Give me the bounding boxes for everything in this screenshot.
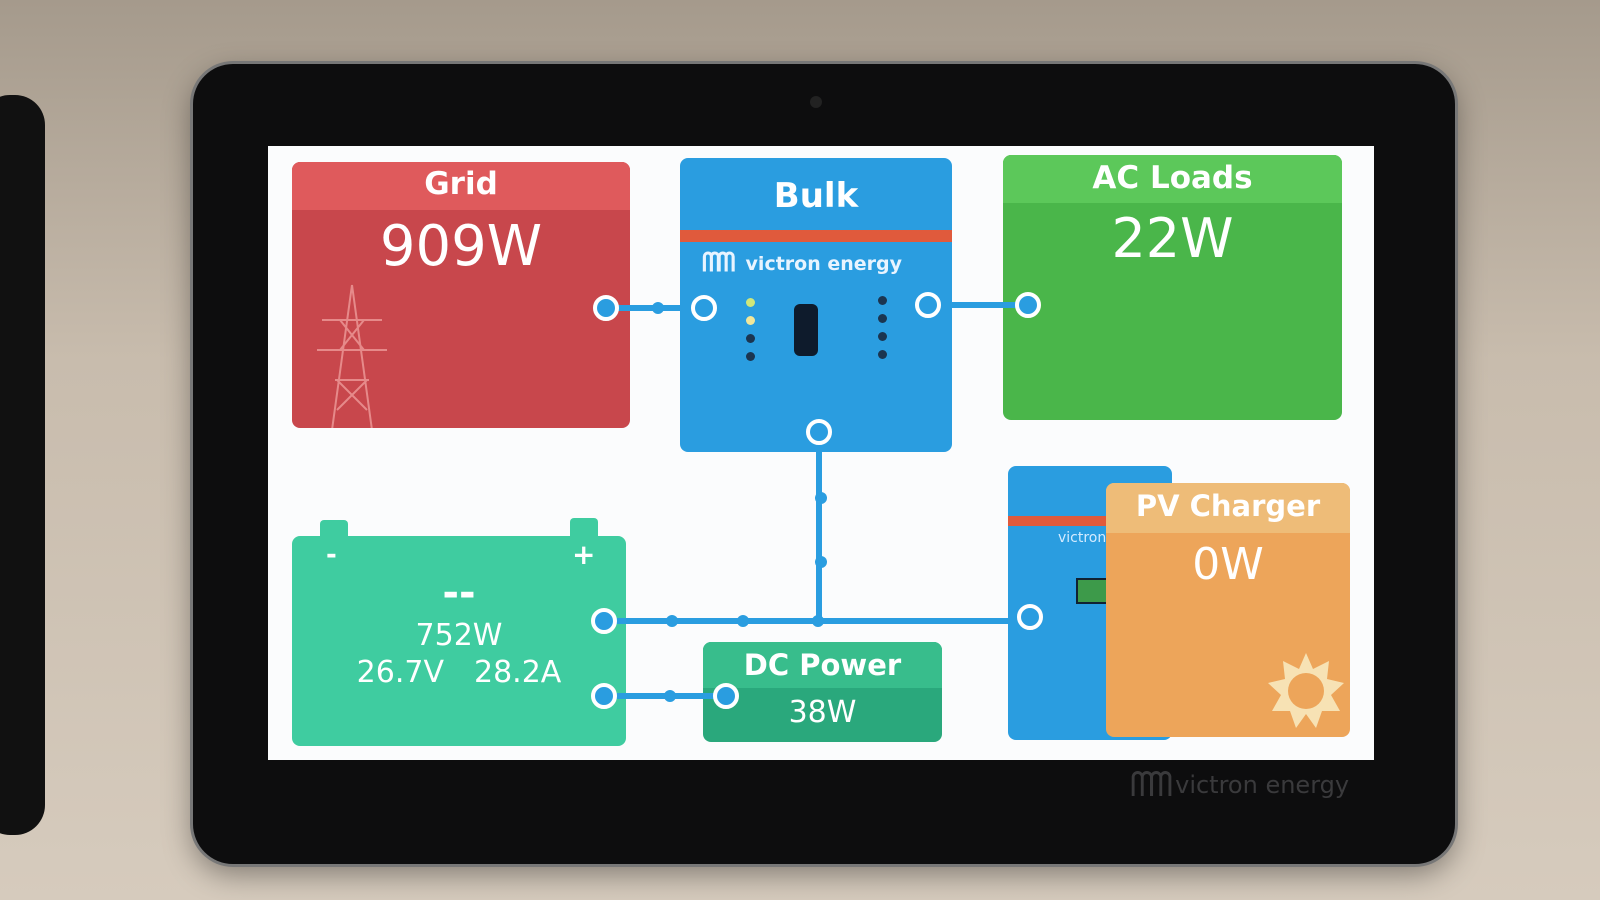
plus-label: + [572, 538, 596, 571]
dc-power-value: 38W [788, 695, 857, 730]
led-right [878, 296, 887, 359]
pylon-icon [317, 284, 387, 428]
dc-power-tile[interactable]: DC Power 38W [703, 642, 942, 742]
inverter-tile[interactable]: Bulk ᗰᗰ victron energy [680, 158, 952, 452]
ac-loads-power: 22W [1111, 207, 1234, 270]
battery-terminal-neg [320, 520, 348, 538]
camera-icon [810, 96, 822, 108]
red-stripe [680, 230, 952, 242]
victron-logo-icon: ᗰᗰ [1130, 765, 1173, 805]
minus-label: - [326, 540, 337, 570]
pv-charger-title: PV Charger [1106, 483, 1350, 533]
mppt-brand: victron [1058, 530, 1107, 546]
pv-charger-tile[interactable]: PV Charger 0W [1106, 483, 1350, 737]
grid-title: Grid [292, 162, 630, 210]
grid-power: 909W [379, 214, 543, 279]
battery-readings: 26.7V 28.2A [292, 655, 626, 690]
led-left [746, 298, 755, 361]
bezel-logo: ᗰᗰ victron energy [1130, 765, 1350, 805]
red-stripe [1008, 516, 1172, 526]
battery-tile[interactable]: - + -- 752W 26.7V 28.2A [292, 536, 626, 746]
sun-icon [1268, 653, 1344, 728]
grid-tile[interactable]: Grid 909W [292, 162, 630, 428]
victron-logo-icon: ᗰᗰ [702, 248, 735, 278]
battery-current: 28.2A [474, 655, 562, 690]
battery-terminal-pos [570, 518, 598, 536]
battery-voltage: 26.7V [356, 655, 444, 690]
switch-icon [794, 304, 818, 356]
dc-power-title: DC Power [703, 642, 942, 688]
battery-power: 752W [415, 618, 503, 653]
battery-soc: -- [442, 570, 476, 616]
ac-loads-tile[interactable]: AC Loads 22W [1003, 155, 1342, 420]
pv-charger-power: 0W [1192, 539, 1264, 590]
phone-edge [0, 95, 45, 835]
inverter-state: Bulk [773, 176, 859, 216]
ac-loads-title: AC Loads [1003, 155, 1342, 203]
inverter-brand: ᗰᗰ victron energy [702, 248, 903, 278]
